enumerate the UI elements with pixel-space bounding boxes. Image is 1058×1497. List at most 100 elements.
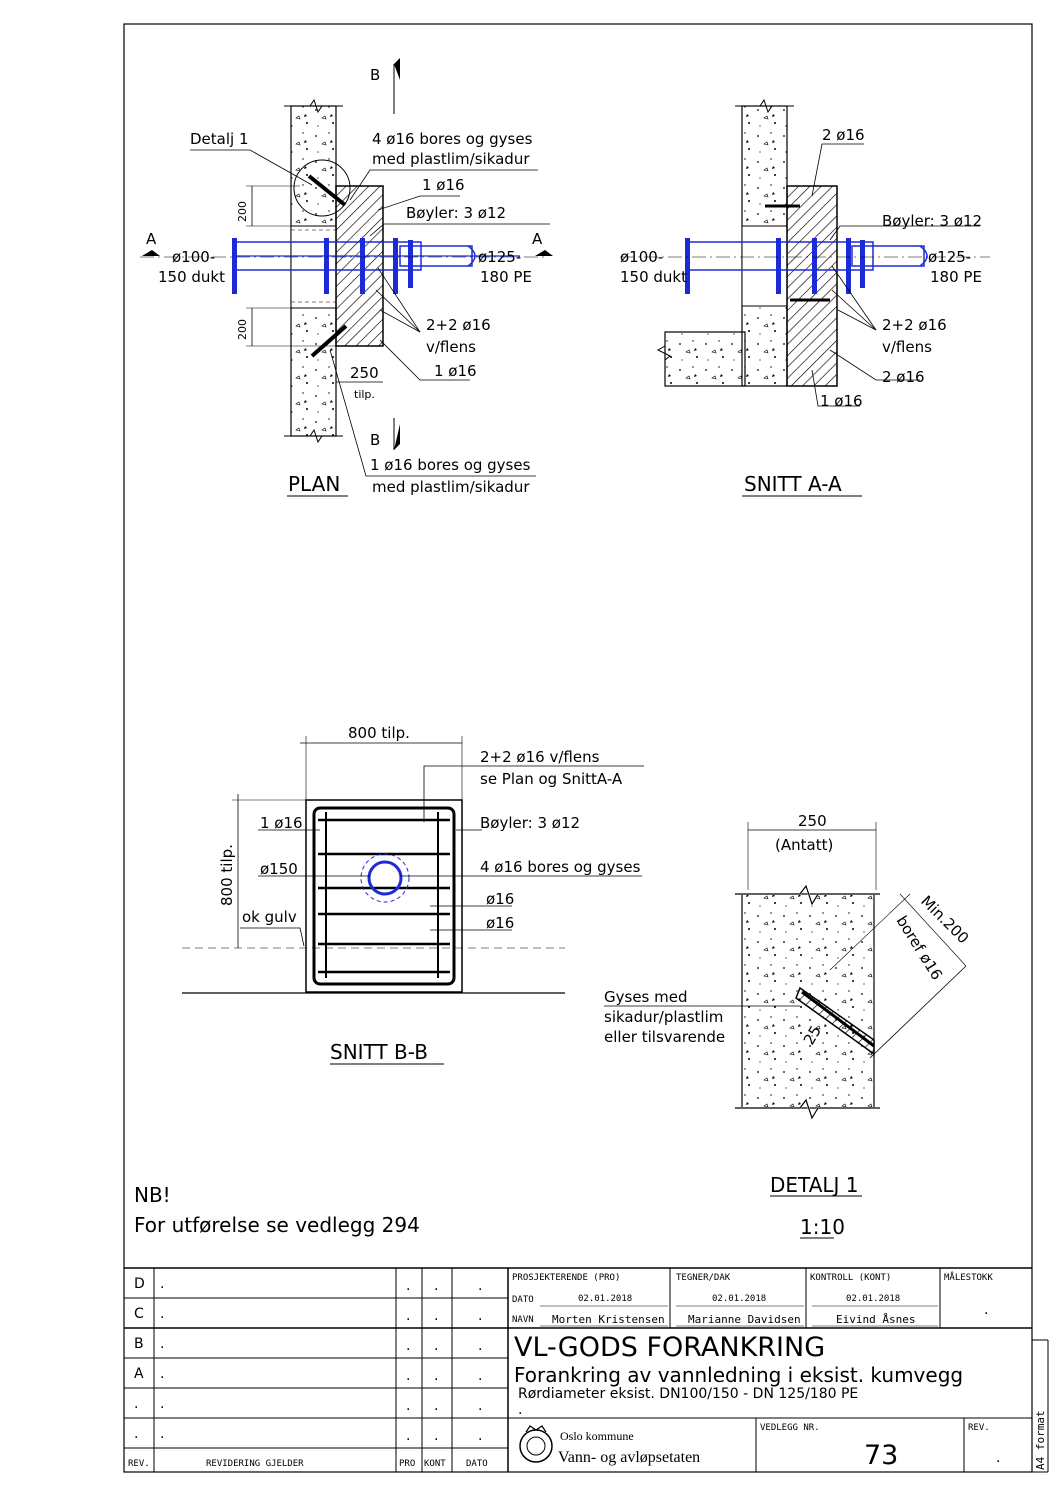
drawing-subtitle: Forankring av vannledning i eksist. kumv…: [514, 1363, 963, 1387]
bb-floor: ok gulv: [242, 908, 297, 926]
detail-gyses-1: Gyses med: [604, 988, 688, 1006]
aa-pipe: [685, 238, 928, 294]
detail-title: DETALJ 1: [770, 1173, 859, 1197]
detail-1-view: 250 (Antatt) Min.200 boref ø16 25 Gyses …: [604, 812, 972, 1239]
aa-pipe-right-1: ø125-: [928, 248, 971, 266]
aa-rebar-top: 2 ø16: [822, 126, 865, 144]
col-rev: REV.: [128, 1459, 150, 1469]
aa-flange-2: v/flens: [882, 338, 932, 356]
scale-value: .: [984, 1302, 988, 1318]
snitt-aa-view: 2 ø16 Bøyler: 3 ø12 ø100- 150 dukt ø125-…: [620, 98, 990, 497]
bb-bores: 4 ø16 bores og gyses: [480, 858, 641, 876]
rev-desc-2: .: [160, 1306, 164, 1322]
plan-tilp: tilp.: [354, 388, 375, 401]
plan-view: B B A A Detalj 1 4 ø16 bores og gyses me…: [140, 58, 553, 497]
bb-rebar-1: 1 ø16: [260, 814, 303, 832]
rev-desc-4: .: [160, 1366, 164, 1382]
aa-rebar-1: 1 ø16: [820, 392, 863, 410]
rev-kont-4: .: [434, 1368, 438, 1384]
detail-dim-250: 250: [798, 812, 827, 830]
dato-tegner: 02.01.2018: [712, 1294, 766, 1304]
col-pro: PRO: [399, 1459, 415, 1469]
plan-note-bottom-2: med plastlim/sikadur: [372, 478, 530, 496]
rev-row-a: A: [134, 1366, 144, 1382]
label-prosjekterende: PROSJEKTERENDE (PRO): [512, 1273, 620, 1283]
org-name-1: Oslo kommune: [560, 1429, 634, 1443]
plan-pipe-left-2: 150 dukt: [158, 268, 225, 286]
plan-detail-ref: Detalj 1: [190, 130, 249, 148]
plan-dim-250: 250: [350, 364, 379, 382]
rev-dato-2: .: [478, 1308, 482, 1324]
label-rev: REV.: [968, 1423, 990, 1433]
bb-dim-800: 800 tilp.: [348, 724, 410, 742]
rev-row-d: D: [134, 1276, 145, 1292]
aa-pipe-right-2: 180 PE: [930, 268, 982, 286]
rev-row-b: B: [134, 1336, 144, 1352]
aa-stirrups: Bøyler: 3 ø12: [882, 212, 982, 230]
rev-dato-5: .: [478, 1398, 482, 1414]
aa-flange-1: 2+2 ø16: [882, 316, 947, 334]
label-tegner: TEGNER/DAK: [676, 1273, 731, 1283]
col-kont: KONT: [424, 1459, 446, 1469]
rev-pro-6: .: [406, 1428, 410, 1444]
format-label: A4 format: [1034, 1410, 1047, 1470]
plan-dim-200-top: 200: [236, 201, 249, 222]
plan-rebar-top: 1 ø16: [422, 176, 465, 194]
navn-pro: Morten Kristensen: [552, 1313, 665, 1326]
rev-pro-1: .: [406, 1278, 410, 1294]
title-block: [124, 1267, 1049, 1473]
plan-title: PLAN: [288, 472, 340, 496]
plan-note-bores-1: 4 ø16 bores og gyses: [372, 130, 533, 148]
rev-desc-1: .: [160, 1276, 164, 1292]
label-malestokk: MÅLESTOKK: [944, 1271, 993, 1283]
plan-note-bores-2: med plastlim/sikadur: [372, 150, 530, 168]
label-vedlegg: VEDLEGG NR.: [760, 1423, 820, 1433]
plan-wall-opening: [290, 225, 337, 309]
rev-desc-5: .: [160, 1396, 164, 1412]
rev-dato-4: .: [478, 1368, 482, 1384]
bb-dim-800v: 800 tilp.: [218, 844, 236, 906]
drawing-subtitle-2: Rørdiameter eksist. DN100/150 - DN 125/1…: [518, 1386, 858, 1402]
plan-flange-2: v/flens: [426, 338, 476, 356]
plan-detail-circle: [293, 159, 351, 217]
detail-gyses-2: sikadur/plastlim: [604, 1008, 723, 1026]
snitt-bb-view: 800 tilp. 2+2 ø16 v/flens se Plan og Sni…: [182, 724, 644, 1065]
bb-rebar-b: ø16: [486, 914, 514, 932]
navn-kont: Eivind Åsnes: [836, 1313, 915, 1326]
bb-stirrups: Bøyler: 3 ø12: [480, 814, 580, 832]
rev-kont-5: .: [434, 1398, 438, 1414]
plan-pipe-right-2: 180 PE: [480, 268, 532, 286]
label-navn: NAVN: [512, 1315, 534, 1325]
sheet-frame: [123, 23, 1033, 1473]
rev-kont-3: .: [434, 1338, 438, 1354]
plan-section-a-right: A: [532, 230, 543, 248]
rev-dato-6: .: [478, 1428, 482, 1444]
plan-anchor-block: [335, 185, 384, 347]
rev-pro-3: .: [406, 1338, 410, 1354]
plan-pipe-right-1: ø125-: [478, 248, 521, 266]
vedlegg-number: 73: [864, 1440, 898, 1471]
rev-kont-6: .: [434, 1428, 438, 1444]
label-dato: DATO: [512, 1295, 534, 1305]
title-block-text: D C B A . . . . . . . . . . . . . . . . …: [128, 1271, 1047, 1471]
plan-dim-200-bottom: 200: [236, 319, 249, 340]
rev-pro-4: .: [406, 1368, 410, 1384]
aa-title: SNITT A-A: [744, 472, 842, 496]
detail-gyses-3: eller tilsvarende: [604, 1028, 725, 1046]
plan-rebar-bottom: 1 ø16: [434, 362, 477, 380]
aa-anchor-block: [786, 185, 838, 387]
nb-text: For utførelse se vedlegg 294: [134, 1213, 420, 1237]
bb-flange-1: 2+2 ø16 v/flens: [480, 748, 600, 766]
dato-pro: 02.01.2018: [578, 1294, 632, 1304]
plan-section-b-bottom: B: [370, 431, 380, 449]
org-name-2: Vann- og avløpsetaten: [558, 1449, 700, 1466]
rev-desc-3: .: [160, 1336, 164, 1352]
aa-rebar-2: 2 ø16: [882, 368, 925, 386]
rev-pro-2: .: [406, 1308, 410, 1324]
rev-pro-5: .: [406, 1398, 410, 1414]
bb-block: [305, 799, 463, 993]
plan-pipe: [232, 238, 520, 294]
nb-heading: NB!: [134, 1183, 171, 1207]
navn-tegner: Marianne Davidsen: [688, 1313, 801, 1326]
